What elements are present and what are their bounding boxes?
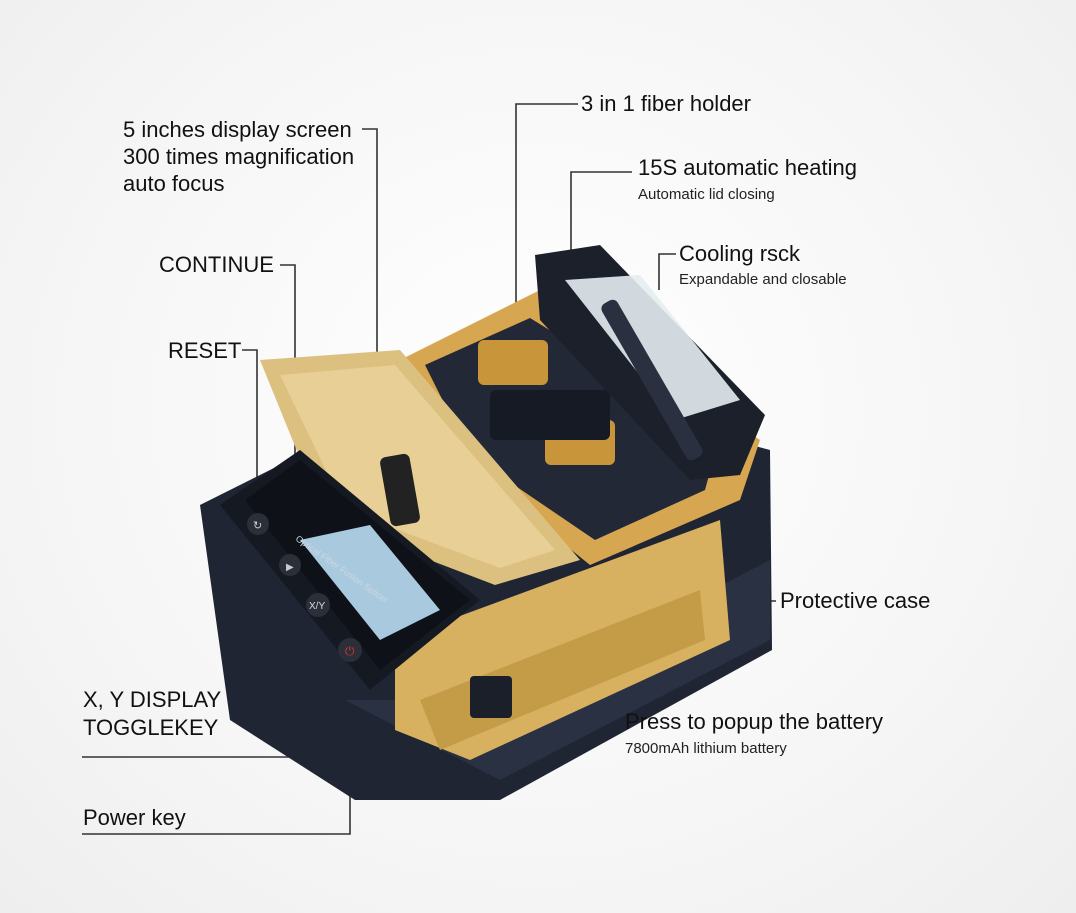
fiber-holder-label: 3 in 1 fiber holder xyxy=(581,91,751,116)
display-label-line2: 300 times magnification xyxy=(123,144,355,169)
continue-button[interactable] xyxy=(279,554,301,576)
cooling-rack xyxy=(601,299,703,461)
splice-mechanism xyxy=(400,245,765,565)
wind-protector-lid xyxy=(260,350,580,585)
battery-label: Press to popup the battery xyxy=(625,709,884,734)
callout-heating-line xyxy=(570,171,632,285)
cooling-label: Cooling rsck xyxy=(679,241,801,266)
display-label-line1: 5 inches display screen xyxy=(123,117,352,142)
protective-case-label: Protective case xyxy=(780,588,931,613)
continue-label: CONTINUE xyxy=(159,252,274,277)
display-label-line3: auto focus xyxy=(123,171,225,196)
play-icon: ▶ xyxy=(286,562,294,573)
callout-cooling-line xyxy=(658,253,676,290)
power-label: Power key xyxy=(83,805,186,830)
xy-key-label: X/Y xyxy=(309,601,325,612)
power-icon: ⏻ xyxy=(345,644,355,658)
reset-button[interactable] xyxy=(247,513,269,535)
xy-label-line2: TOGGLEKEY xyxy=(83,715,219,740)
battery-popup-button[interactable] xyxy=(470,676,512,718)
xy-label-line1: X, Y DISPLAY xyxy=(83,687,222,712)
display-screen-image xyxy=(300,525,440,640)
fiber-holder-clamp xyxy=(478,340,548,385)
reset-label: RESET xyxy=(168,338,242,363)
cooling-sub-label: Expandable and closable xyxy=(679,271,847,288)
heating-sub-label: Automatic lid closing xyxy=(638,186,775,203)
battery-sub-label: 7800mAh lithium battery xyxy=(625,740,787,757)
reset-icon: ↻ xyxy=(253,520,262,532)
control-panel: Optical Fiber Fusion Splicer ↻ ▶ X/Y ⏻ xyxy=(220,450,480,690)
callout-reset-line xyxy=(242,349,258,520)
power-button[interactable] xyxy=(338,638,362,662)
callout-fiber-line xyxy=(515,103,578,370)
xy-display-toggle-key[interactable] xyxy=(306,593,330,617)
heating-label: 15S automatic heating xyxy=(638,155,857,180)
